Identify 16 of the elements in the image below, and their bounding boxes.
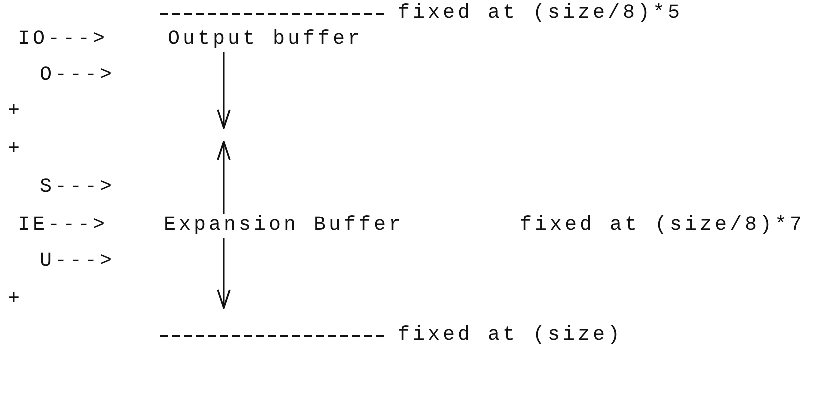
note: fixed at (size) [398,324,624,348]
buffer-label: Output buffer [168,28,364,52]
signal-arrow-label: O---> [40,64,116,88]
buffer-label: Expansion Buffer [164,214,404,238]
arrow [217,141,231,214]
arrow [217,52,231,129]
plus-sign: + [8,100,24,124]
plus-sign: + [8,288,24,312]
note: fixed at (size/8)*5 [398,2,684,26]
signal-arrow-label: S---> [40,176,116,200]
note: fixed at (size/8)*7 [520,214,806,238]
signal-arrow-label: IE---> [18,214,108,238]
signal-arrow-label: U---> [40,250,116,274]
arrow [217,238,231,309]
signal-arrow-label: IO---> [18,28,108,52]
plus-sign: + [8,138,24,162]
